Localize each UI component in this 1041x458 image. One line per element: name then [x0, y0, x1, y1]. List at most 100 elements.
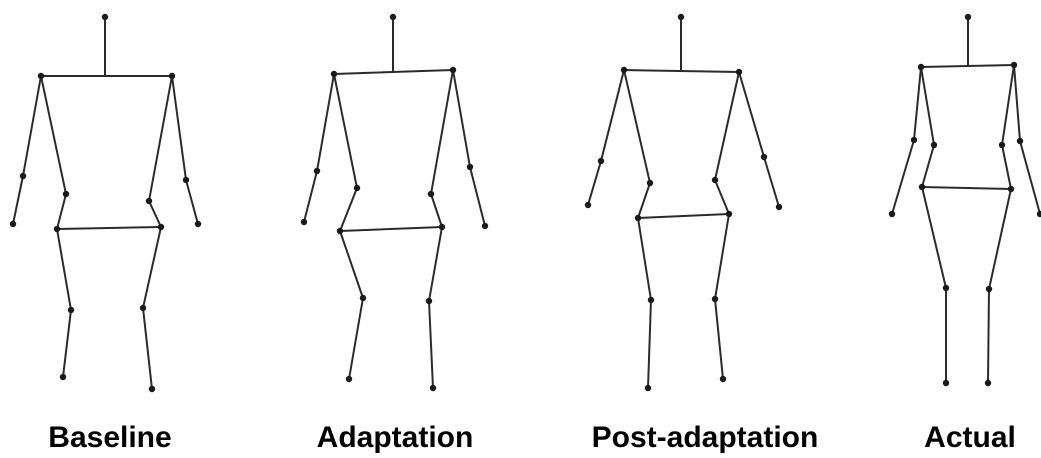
post-adaptation-joint-rknee — [711, 295, 719, 303]
actual-joint-rankle — [984, 379, 992, 387]
baseline-skeleton — [9, 13, 202, 393]
actual-bone-lshoulder-lelbow — [913, 66, 922, 141]
baseline-bone-lelbow-lwrist — [12, 175, 24, 225]
adaptation-bone-lshoulder-rshoulder — [333, 69, 454, 75]
post-adaptation-joint-rankle — [719, 375, 727, 383]
baseline-bone-lwaist-lhip — [56, 193, 67, 230]
post-adaptation-bone-rshoulder-relbow — [738, 71, 765, 158]
actual-bone-relbow-rwrist — [1019, 140, 1041, 215]
actual-joint-lwaist — [930, 141, 938, 149]
adaptation-joint-rknee — [425, 297, 433, 305]
baseline-joint-lwrist — [9, 220, 17, 228]
baseline-joint-rwaist — [145, 197, 153, 205]
post-adaptation-bone-rwaist-rhip — [714, 179, 730, 215]
post-adaptation-bone-lshoulder-lwaist — [623, 69, 651, 184]
baseline-bone-rknee-rankle — [142, 307, 153, 390]
baseline-joint-rankle — [148, 385, 156, 393]
baseline-bone-rshoulder-rwaist — [148, 75, 173, 202]
baseline-joint-lelbow — [19, 172, 27, 180]
adaptation-joint-lshoulder — [330, 70, 338, 78]
adaptation-label: Adaptation — [316, 421, 474, 454]
adaptation-joint-lwrist — [300, 218, 308, 226]
baseline-joint-lhip — [53, 225, 61, 233]
adaptation-bone-lshoulder-lwaist — [333, 73, 358, 189]
actual-bone-lelbow-lwrist — [891, 139, 915, 215]
post-adaptation-label: Post-adaptation — [591, 421, 819, 454]
post-adaptation-bone-rknee-rankle — [714, 298, 724, 380]
baseline-joint-lwaist — [62, 190, 70, 198]
actual-bone-lhip-rhip — [921, 186, 1012, 190]
actual-bone-rshoulder-relbow — [1013, 64, 1021, 142]
actual-joint-head — [964, 13, 972, 21]
adaptation-joint-lelbow — [313, 167, 321, 175]
actual-bone-lshoulder-rshoulder — [920, 64, 1015, 68]
adaptation-joint-lwaist — [353, 184, 361, 192]
post-adaptation-joint-rwaist — [711, 176, 719, 184]
adaptation-joint-rankle — [429, 384, 437, 392]
adaptation-skeleton — [300, 13, 489, 392]
adaptation-bone-lshoulder-lelbow — [316, 73, 335, 172]
adaptation-bone-rshoulder-relbow — [452, 69, 471, 168]
actual-joint-rwrist — [1036, 210, 1041, 218]
post-adaptation-joint-lknee — [647, 296, 655, 304]
actual-bone-rknee-rankle — [987, 288, 990, 384]
adaptation-bone-rhip-rknee — [428, 226, 443, 302]
adaptation-bone-rwaist-rhip — [430, 193, 443, 228]
actual-joint-lshoulder — [917, 63, 925, 71]
actual-joint-lhip — [918, 183, 926, 191]
post-adaptation-joint-lshoulder — [620, 66, 628, 74]
actual-joint-lwrist — [888, 210, 896, 218]
baseline-bone-lhip-lknee — [56, 228, 72, 311]
adaptation-joint-lankle — [345, 375, 353, 383]
post-adaptation-bone-lshoulder-lelbow — [600, 69, 625, 162]
actual-bone-rwaist-rhip — [1001, 144, 1012, 190]
post-adaptation-joint-lankle — [644, 384, 652, 392]
baseline-bone-lshoulder-lwaist — [40, 75, 67, 195]
actual-bone-lwaist-lhip — [921, 144, 935, 188]
actual-joint-lelbow — [910, 136, 918, 144]
post-adaptation-joint-lhip — [634, 214, 642, 222]
post-adaptation-joint-rshoulder — [735, 68, 743, 76]
baseline-joint-rwrist — [194, 220, 202, 228]
actual-bone-lhip-lknee — [921, 186, 947, 289]
post-adaptation-joint-rwrist — [775, 203, 783, 211]
baseline-label: Baseline — [48, 421, 172, 454]
post-adaptation-bone-lknee-lankle — [647, 299, 652, 389]
adaptation-joint-rwrist — [481, 222, 489, 230]
actual-bone-rshoulder-rwaist — [1001, 64, 1015, 146]
actual-skeleton — [888, 13, 1041, 387]
adaptation-bone-lhip-lknee — [339, 230, 364, 299]
adaptation-bone-lwaist-lhip — [339, 187, 358, 232]
baseline-bone-lhip-rhip — [56, 226, 162, 230]
actual-joint-rknee — [985, 285, 993, 293]
baseline-joint-lknee — [67, 306, 75, 314]
adaptation-joint-relbow — [466, 163, 474, 171]
adaptation-joint-lhip — [336, 227, 344, 235]
actual-bone-lshoulder-lwaist — [920, 66, 935, 146]
actual-joint-rhip — [1007, 185, 1015, 193]
baseline-joint-lshoulder — [37, 72, 45, 80]
post-adaptation-joint-lelbow — [597, 157, 605, 165]
adaptation-joint-rshoulder — [449, 66, 457, 74]
baseline-bone-lshoulder-lelbow — [22, 75, 42, 177]
post-adaptation-bone-lelbow-lwrist — [587, 160, 602, 206]
adaptation-joint-lknee — [359, 294, 367, 302]
actual-joint-relbow — [1016, 137, 1024, 145]
adaptation-joint-head — [389, 13, 397, 21]
post-adaptation-joint-lwrist — [584, 201, 592, 209]
adaptation-bone-lhip-rhip — [339, 226, 443, 232]
baseline-bone-lknee-lankle — [62, 309, 72, 378]
actual-joint-lknee — [942, 284, 950, 292]
adaptation-bone-relbow-rwrist — [469, 166, 486, 227]
adaptation-bone-rknee-rankle — [428, 300, 434, 389]
post-adaptation-bone-relbow-rwrist — [763, 156, 780, 208]
actual-bone-rhip-rknee — [988, 188, 1012, 290]
adaptation-joint-rhip — [438, 223, 446, 231]
adaptation-bone-lelbow-lwrist — [303, 170, 318, 223]
post-adaptation-bone-rhip-rknee — [714, 213, 730, 300]
actual-label: Actual — [924, 421, 1016, 454]
baseline-joint-lankle — [59, 373, 67, 381]
actual-joint-rshoulder — [1010, 61, 1018, 69]
baseline-joint-head — [101, 13, 109, 21]
